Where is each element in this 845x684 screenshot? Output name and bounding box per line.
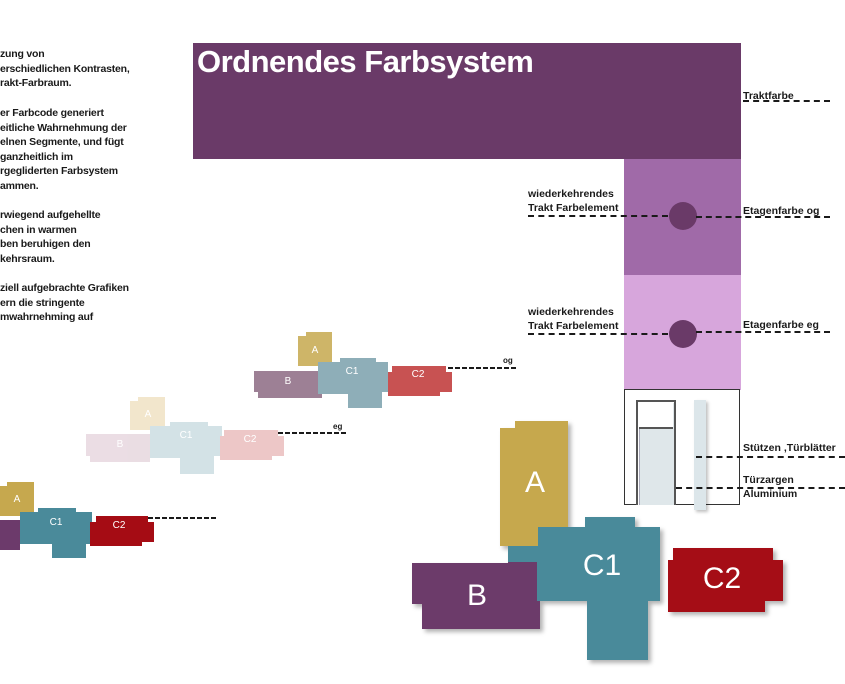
block-c1-og [318, 358, 388, 408]
label-tuerzargen: Türzargen Aluminium [743, 474, 798, 500]
label-trakt-element-eg: wiederkehrendes Trakt Farbelement [528, 306, 619, 332]
plan-small-og [254, 332, 452, 408]
block-c1-large [508, 517, 660, 660]
door-glass-panel [639, 403, 673, 429]
block-label-c2-lower: C2 [113, 520, 126, 531]
plan-small-lower [0, 482, 154, 558]
level-label-og: og [503, 356, 513, 365]
block-label-c1-large: C1 [583, 549, 621, 582]
intro-paragraph-3: rwiegend aufgehellte chen in warmen ben … [0, 209, 101, 265]
leader-trakt-element-eg [528, 333, 668, 335]
block-label-b-eg: B [117, 439, 124, 450]
trakt-element-dot-og [669, 202, 697, 230]
label-stuetzen: Stützen ,Türblätter [743, 442, 836, 454]
block-label-c1-lower: C1 [50, 517, 63, 528]
label-etagenfarbe-eg: Etagenfarbe eg [743, 319, 819, 331]
level-label-eg: eg [333, 422, 342, 431]
plan-small-eg [86, 397, 284, 474]
trakt-color-band [193, 43, 741, 159]
block-c2-large [668, 548, 783, 612]
block-b-eg [86, 434, 150, 462]
leader-stuetzen [696, 456, 845, 458]
block-c2-eg [220, 430, 284, 460]
block-label-a-large: A [525, 466, 545, 499]
leader-traktfarbe [743, 100, 830, 102]
label-etagenfarbe-og: Etagenfarbe og [743, 205, 820, 217]
block-label-c2-large: C2 [703, 562, 741, 595]
block-a-large [500, 421, 568, 546]
intro-paragraph-4: ziell aufgebrachte Grafiken ern die stri… [0, 282, 129, 323]
block-c2-og [388, 366, 452, 396]
block-b-lower [0, 520, 20, 550]
block-label-c1-og: C1 [346, 366, 359, 377]
page-title: Ordnendes Farbsystem [197, 44, 534, 79]
leader-etagenfarbe-eg [696, 331, 830, 333]
block-label-c1-eg: C1 [180, 430, 193, 441]
intro-paragraph-1: zung von erschiedlichen Kontrasten, rakt… [0, 48, 130, 89]
leader-etagenfarbe-og [696, 216, 830, 218]
block-a-og [298, 332, 332, 366]
column-support [694, 400, 706, 510]
intro-paragraph-2: er Farbcode generiert eitliche Wahrnehmu… [0, 107, 127, 192]
block-label-b-og: B [285, 376, 292, 387]
block-a-lower [0, 482, 34, 516]
block-label-a-og: A [312, 345, 319, 356]
block-c1-lower [20, 508, 92, 558]
block-label-a-lower: A [14, 494, 21, 505]
trakt-element-dot-eg [669, 320, 697, 348]
block-label-b-large: B [467, 579, 487, 612]
plan-large [412, 421, 783, 660]
block-c1-eg [150, 422, 222, 474]
label-traktfarbe: Traktfarbe [743, 90, 794, 102]
leader-trakt-element-og [528, 215, 668, 217]
block-a-eg [130, 397, 165, 430]
block-c2-lower [90, 516, 154, 546]
block-label-a-eg: A [145, 409, 152, 420]
leader-tuerzargen [676, 487, 845, 489]
label-trakt-element-og: wiederkehrendes Trakt Farbelement [528, 188, 619, 214]
block-label-c2-og: C2 [412, 369, 425, 380]
block-b-og [254, 371, 322, 398]
block-label-c2-eg: C2 [244, 434, 257, 445]
block-b-large [412, 557, 540, 629]
